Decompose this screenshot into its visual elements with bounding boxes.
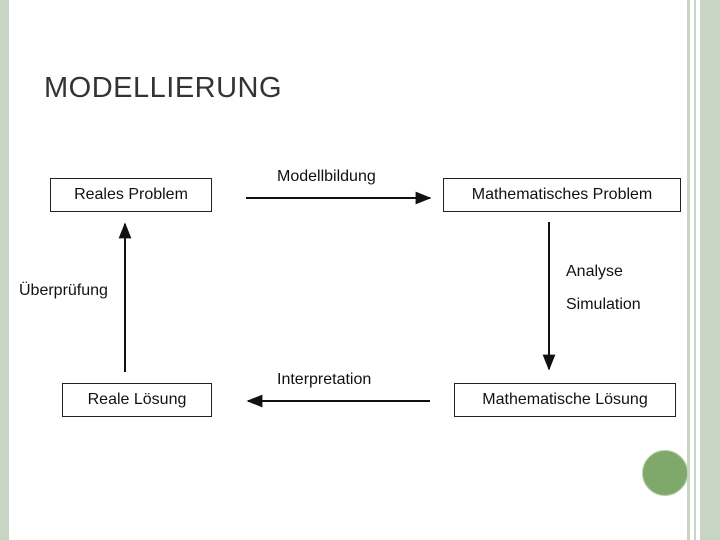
edge-label-analyse: Analyse — [566, 263, 623, 280]
edge-label-simulation: Simulation — [566, 296, 641, 313]
slide-frame-right-band — [700, 0, 720, 540]
slide-frame-left — [0, 0, 9, 540]
edge-label-modellbildung: Modellbildung — [277, 168, 376, 185]
node-mathematische-loesung: Mathematische Lösung — [454, 383, 676, 417]
edge-label-ueberpruefung: Überprüfung — [19, 282, 108, 299]
node-reales-problem: Reales Problem — [50, 178, 212, 212]
node-reale-loesung: Reale Lösung — [62, 383, 212, 417]
slide-frame-right-stripe — [694, 0, 696, 540]
edge-label-interpretation: Interpretation — [277, 371, 372, 388]
slide-title: MODELLIERUNG — [44, 72, 283, 104]
slide-frame-right-stripe — [687, 0, 690, 540]
decorative-circle — [642, 450, 688, 496]
node-mathematisches-problem: Mathematisches Problem — [443, 178, 681, 212]
